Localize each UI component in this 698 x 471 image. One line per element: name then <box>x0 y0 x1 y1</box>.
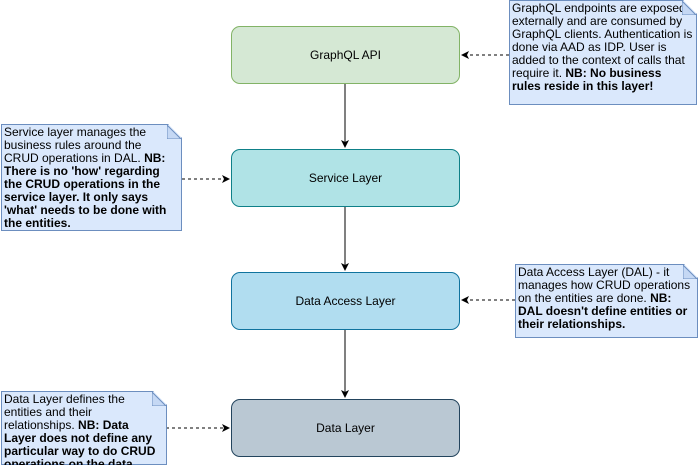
data-access-layer-label: Data Access Layer <box>295 294 396 308</box>
data-layer-label: Data Layer <box>316 421 375 435</box>
graphql-api-label: GraphQL API <box>310 48 381 62</box>
graphql-note: GraphQL endpoints are exposed externally… <box>509 0 697 105</box>
service-note-text: Service layer manages the business rules… <box>4 125 147 165</box>
data-note: Data Layer defines the entities and thei… <box>1 391 167 465</box>
dal-note-text: Data Access Layer (DAL) - it manages how… <box>518 265 691 305</box>
service-layer-label: Service Layer <box>308 171 383 185</box>
data-layer-box: Data Layer <box>231 399 460 457</box>
graphql-api-box: GraphQL API <box>231 26 460 84</box>
service-layer-box: Service Layer <box>231 149 460 207</box>
service-note-bold: NB: There is no 'how' regarding the CRUD… <box>4 151 167 230</box>
data-access-layer-box: Data Access Layer <box>231 272 460 330</box>
graphql-note-bold: NB: No business rules reside in this lay… <box>512 66 662 93</box>
data-note-text: Data Layer defines the entities and thei… <box>4 392 125 432</box>
graphql-note-text: GraphQL endpoints are exposed externally… <box>512 1 693 80</box>
dal-note-bold: NB: DAL doesn't define entities or their… <box>518 291 688 331</box>
dal-note: Data Access Layer (DAL) - it manages how… <box>515 264 698 338</box>
service-note: Service layer manages the business rules… <box>1 124 182 231</box>
